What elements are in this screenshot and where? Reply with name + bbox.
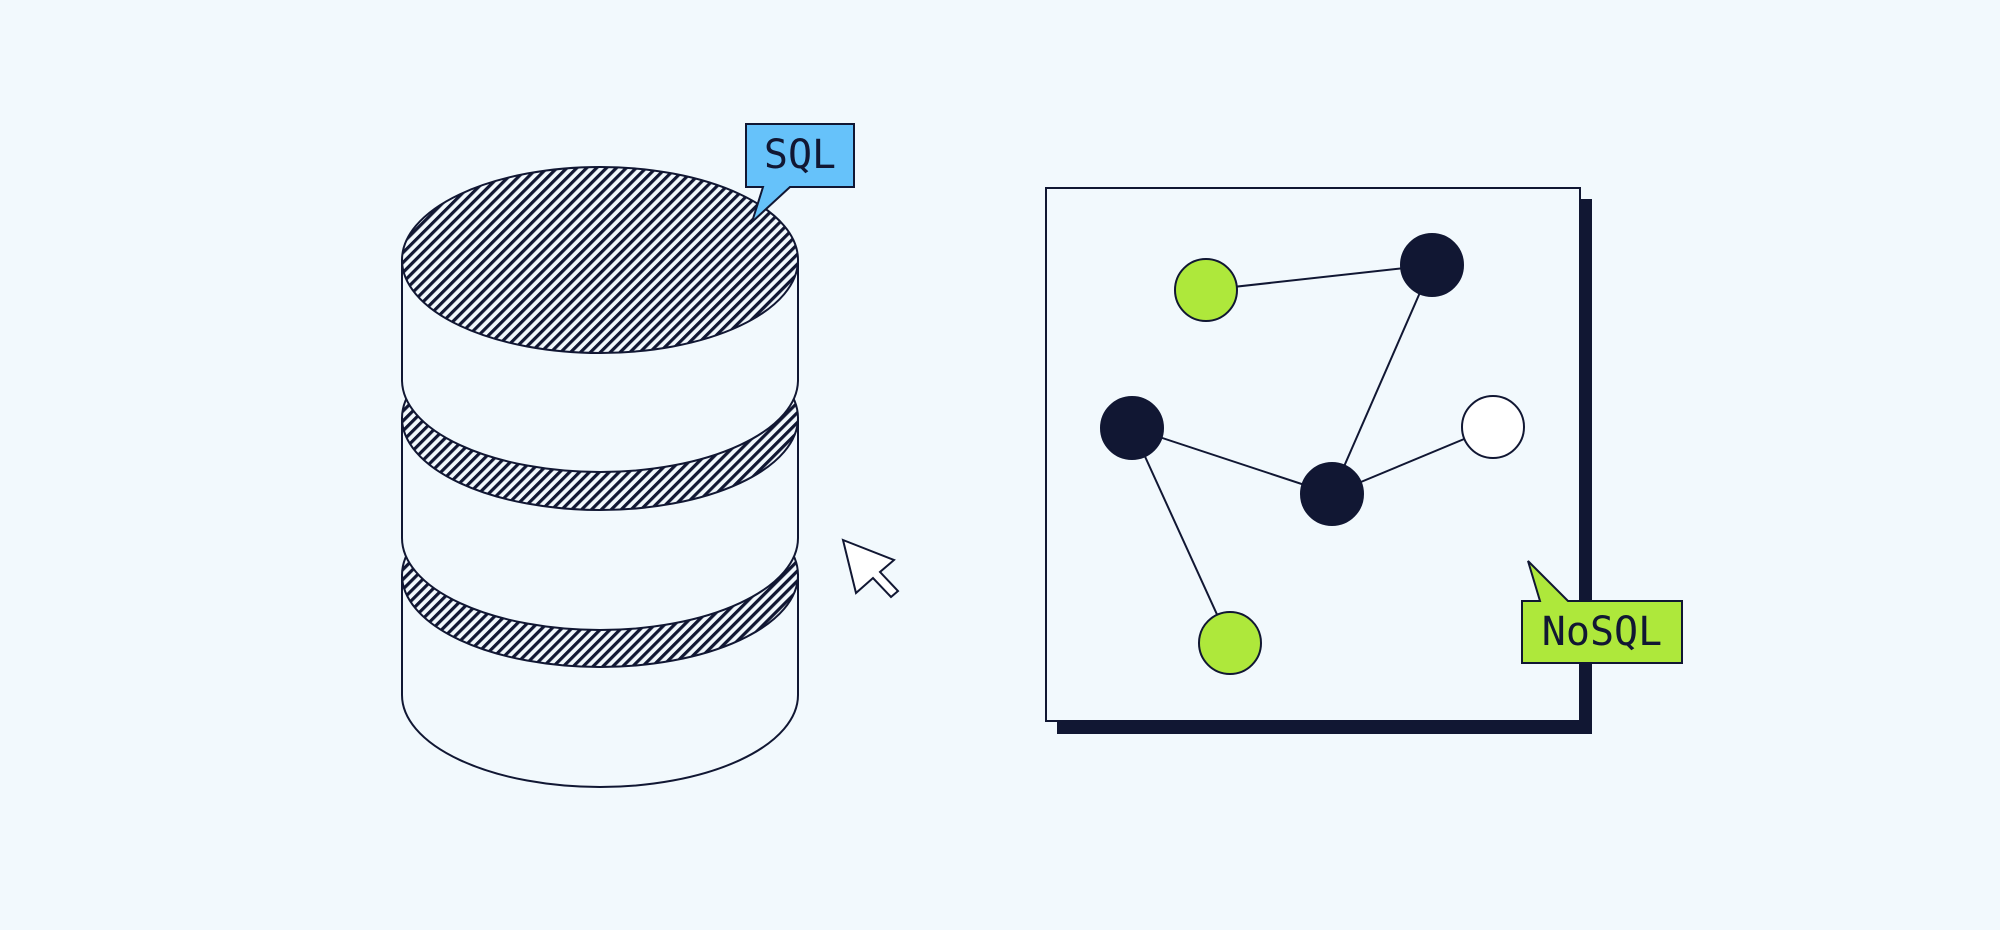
- graph-node-n4: [1300, 462, 1364, 526]
- graph-edge-n2-n4: [1331, 264, 1433, 495]
- database-icon: [401, 166, 799, 788]
- graph-edge-n1-n2: [1205, 264, 1433, 291]
- db-tier-top-lid: [401, 166, 799, 354]
- graph-edge-n3-n4: [1131, 427, 1333, 495]
- graph-node-n6: [1198, 611, 1262, 675]
- graph-node-n2: [1400, 233, 1464, 297]
- graph-node-n3: [1100, 396, 1164, 460]
- nosql-badge: NoSQL: [1521, 560, 1683, 664]
- nosql-badge-shape: [1521, 560, 1683, 664]
- nosql-label: NoSQL: [1542, 609, 1662, 655]
- graph-node-n5: [1461, 395, 1525, 459]
- graph-nodes: [1100, 233, 1525, 675]
- sql-badge-shape: [745, 123, 855, 226]
- sql-label: SQL: [764, 132, 836, 178]
- sql-badge: SQL: [745, 123, 855, 226]
- mouse-pointer-icon: [841, 538, 900, 599]
- graph-edge-n3-n6: [1131, 427, 1231, 644]
- graph-node-n1: [1174, 258, 1238, 322]
- graph-network-icon: [1045, 187, 1592, 734]
